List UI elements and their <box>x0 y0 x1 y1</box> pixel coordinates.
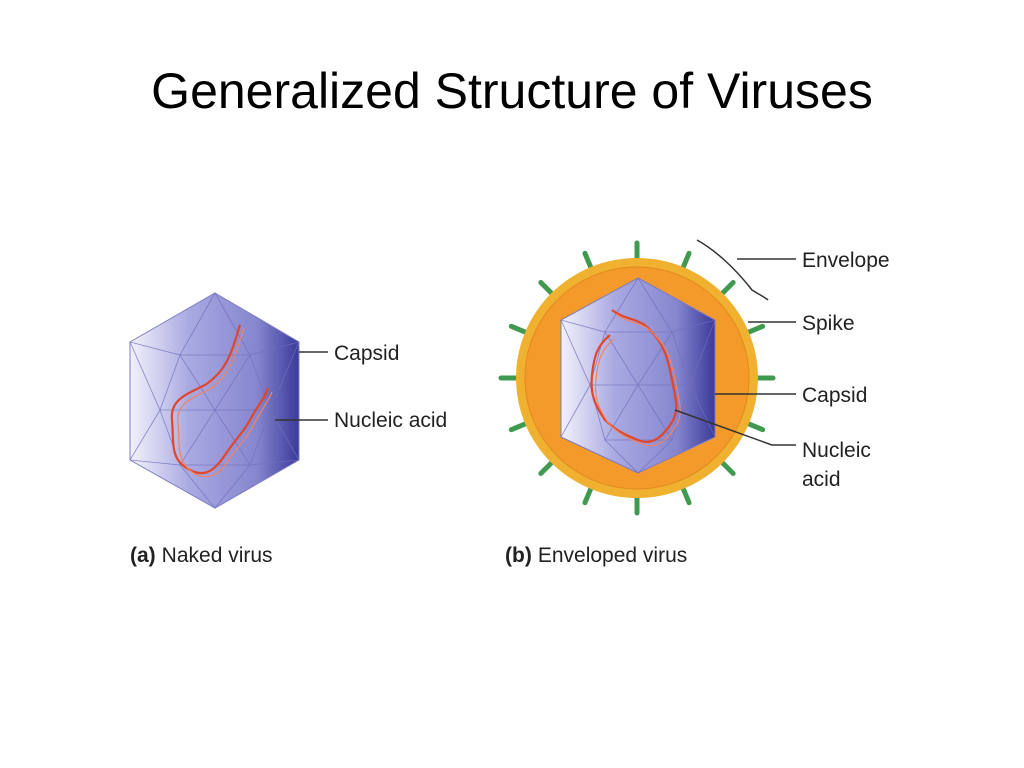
naked-virus-nucleic-acid <box>170 324 273 478</box>
spike-label: Spike <box>802 312 855 335</box>
caption-text-b: Enveloped virus <box>538 544 687 567</box>
envelope-label: Envelope <box>802 249 890 272</box>
nucleic-acid-leader-line-b <box>674 409 796 446</box>
naked-virus-caption: (a) Naked virus <box>130 544 273 567</box>
enveloped-capsid-label: Capsid <box>802 384 867 407</box>
enveloped-virus-nucleic-acid <box>590 309 681 447</box>
enveloped-nucleic-label-line2: acid <box>802 468 841 491</box>
naked-virus-capsid <box>129 292 300 509</box>
naked-nucleic-acid-label: Nucleic acid <box>334 409 447 432</box>
enveloped-virus-capsid <box>560 277 716 474</box>
enveloped-nucleic-label-line1: Nucleic <box>802 439 871 462</box>
caption-text-a: Naked virus <box>162 544 273 567</box>
caption-letter-a: (a) <box>130 544 156 567</box>
naked-capsid-label: Capsid <box>334 342 399 365</box>
envelope-bracket <box>696 239 769 301</box>
slide-title: Generalized Structure of Viruses <box>151 63 873 119</box>
caption-letter-b: (b) <box>505 544 532 567</box>
enveloped-virus-caption: (b) Enveloped virus <box>505 544 687 567</box>
